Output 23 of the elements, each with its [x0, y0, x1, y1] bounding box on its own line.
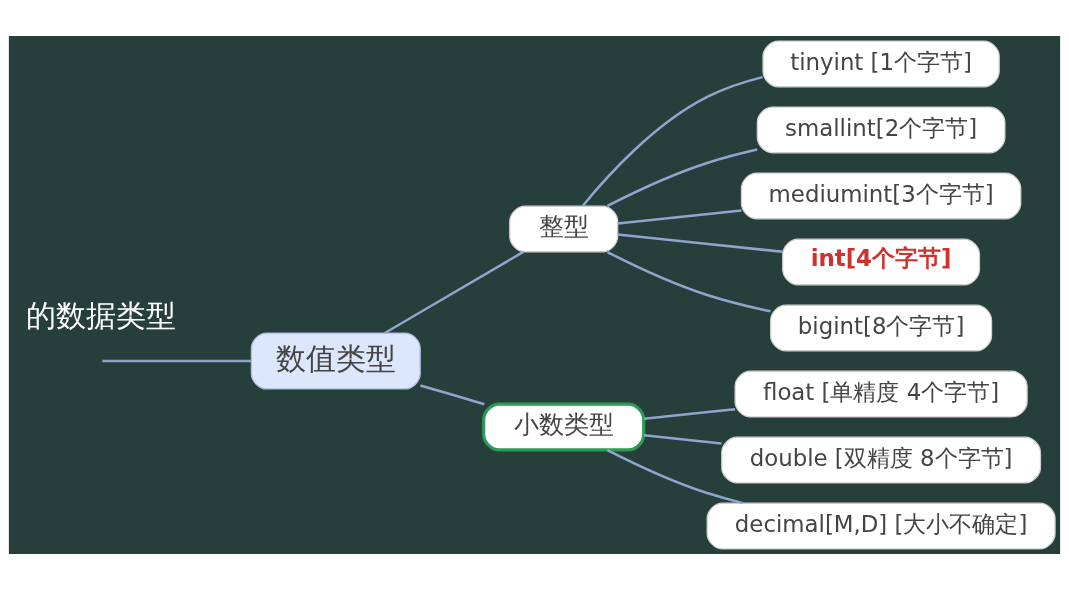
node-box: decimal[M,D] [大小不确定]	[706, 502, 1056, 550]
label: 的数据类型	[25, 297, 176, 333]
connector	[102, 359, 252, 362]
connector	[606, 448, 744, 504]
node-box: 数值类型	[250, 331, 421, 390]
connector	[581, 75, 763, 206]
node-box: bigint[8个字节]	[770, 304, 993, 351]
node-box: tinyint [1个字节]	[762, 39, 1000, 87]
connector	[606, 250, 771, 313]
connector	[617, 232, 783, 253]
node-box: double [双精度 8个字节]	[721, 436, 1042, 484]
connector	[617, 208, 742, 225]
node-box: float [单精度 4个字节]	[734, 370, 1028, 417]
node-box: int[4个字节]	[782, 238, 981, 285]
connector	[643, 407, 736, 420]
connector	[643, 433, 722, 445]
node-box: 小数类型	[482, 402, 646, 451]
node-box: 整型	[509, 205, 619, 252]
node-box: mediumint[3个字节]	[740, 172, 1022, 219]
connector	[420, 383, 485, 405]
connector	[384, 250, 524, 334]
connector	[606, 147, 758, 207]
node-box: smallint[2个字节]	[756, 105, 1006, 153]
